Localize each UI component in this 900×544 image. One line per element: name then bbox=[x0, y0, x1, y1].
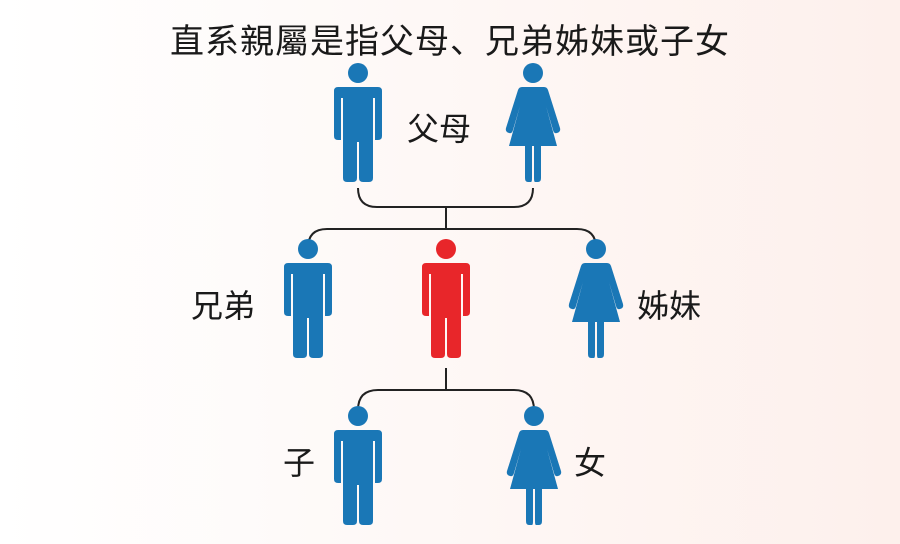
self-person-icon bbox=[422, 239, 470, 358]
diagram-title: 直系親屬是指父母、兄弟姊妹或子女 bbox=[170, 22, 730, 62]
male-person-icon bbox=[334, 406, 382, 525]
label-son: 子 bbox=[283, 444, 316, 482]
label-parents: 父母 bbox=[407, 110, 472, 148]
label-brothers: 兄弟 bbox=[191, 287, 256, 325]
children-bracket bbox=[357, 389, 535, 411]
parents-bracket bbox=[357, 187, 534, 208]
label-sisters: 姊妹 bbox=[637, 287, 702, 325]
siblings-bracket bbox=[307, 228, 597, 249]
female-person-icon bbox=[568, 239, 624, 358]
connectors bbox=[307, 187, 597, 411]
male-person-icon bbox=[334, 63, 382, 182]
female-person-icon bbox=[505, 63, 561, 182]
label-daughter: 女 bbox=[574, 444, 607, 482]
male-person-icon bbox=[284, 239, 332, 358]
female-person-icon bbox=[506, 406, 562, 525]
